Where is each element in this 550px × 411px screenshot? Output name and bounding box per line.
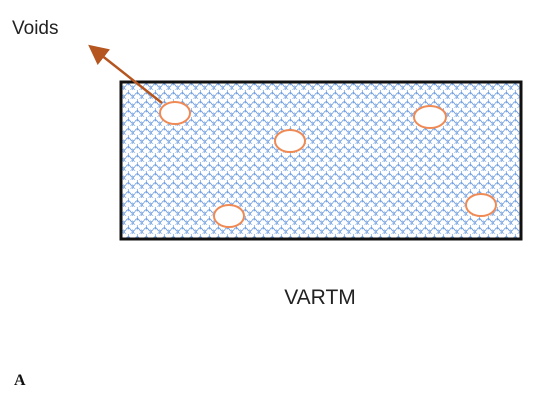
void-circle bbox=[159, 101, 191, 125]
void-circle bbox=[465, 193, 497, 217]
void-circle bbox=[213, 204, 245, 228]
void-circle bbox=[413, 105, 447, 129]
void-circle bbox=[274, 129, 306, 153]
laminate-border bbox=[119, 80, 523, 241]
process-caption: VARTM bbox=[284, 286, 356, 309]
callout-arrow bbox=[88, 44, 163, 104]
voids-callout-label: Voids bbox=[12, 18, 59, 39]
panel-label: A bbox=[14, 372, 26, 389]
voids-group bbox=[159, 101, 497, 228]
